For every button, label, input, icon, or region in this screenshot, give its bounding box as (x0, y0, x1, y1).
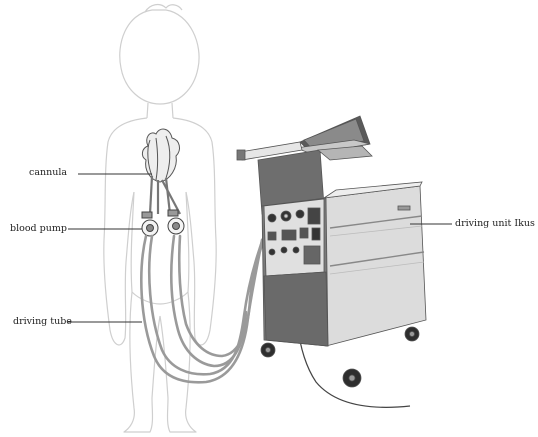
blood-pump-label: blood pump (10, 223, 67, 235)
driving-unit-label: driving unit Ikus (455, 218, 535, 230)
driving-tubes (141, 232, 268, 382)
blood-pumps (142, 210, 184, 236)
cannula-label: cannula (29, 167, 67, 179)
heart-cannulae (142, 129, 180, 214)
driving-unit (237, 116, 426, 387)
driving-tube-label: driving tube (13, 316, 72, 328)
